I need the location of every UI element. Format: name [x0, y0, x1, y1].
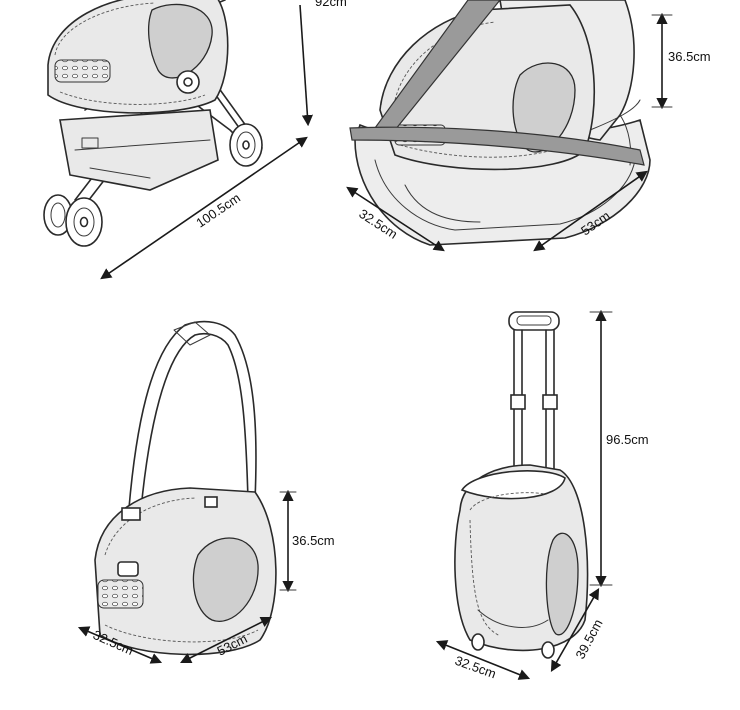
stroller-height-arrow [299, 4, 313, 127]
car-seat-width-arrow [533, 170, 648, 252]
stroller-carrier-mesh [147, 3, 213, 79]
stroller-height-label: 92cm [315, 0, 347, 9]
shoulder-bag-view: 36.5cm 32.5cm 53cm [77, 320, 335, 664]
stroller-rear-wheel [229, 123, 263, 167]
car-seat-view: 36.5cm 32.5cm 53cm [346, 0, 711, 252]
shoulder-bag-width-arrow [179, 616, 273, 664]
car-seat-lap-belt [349, 126, 645, 166]
car-seat-height-label: 36.5cm [668, 49, 711, 64]
stroller-front-wheels [43, 194, 103, 247]
car-seat-depth-arrow [346, 186, 445, 252]
trolley-view: 96.5cm 32.5cm 39.5cm [435, 309, 649, 681]
trolley-depth-arrow [435, 640, 531, 680]
trolley-vent [460, 470, 566, 500]
shoulder-bag-mesh [192, 537, 259, 622]
trolley-wheel-right [541, 641, 555, 659]
shoulder-bag-vent [97, 579, 144, 609]
stroller-basket [59, 109, 219, 191]
shoulder-bag-buckle [121, 507, 141, 521]
trolley-handle [508, 311, 560, 471]
shoulder-bag-depth-arrow [77, 626, 163, 664]
trolley-wheel-left [471, 633, 485, 651]
stroller-view: 92cm 100.5cm [43, 0, 347, 280]
shoulder-bag-height-label: 36.5cm [292, 533, 335, 548]
trolley-height-label: 96.5cm [606, 432, 649, 447]
stroller-length-arrow [100, 136, 308, 280]
trolley-width-arrow [550, 588, 600, 672]
stroller-hub [176, 70, 200, 94]
